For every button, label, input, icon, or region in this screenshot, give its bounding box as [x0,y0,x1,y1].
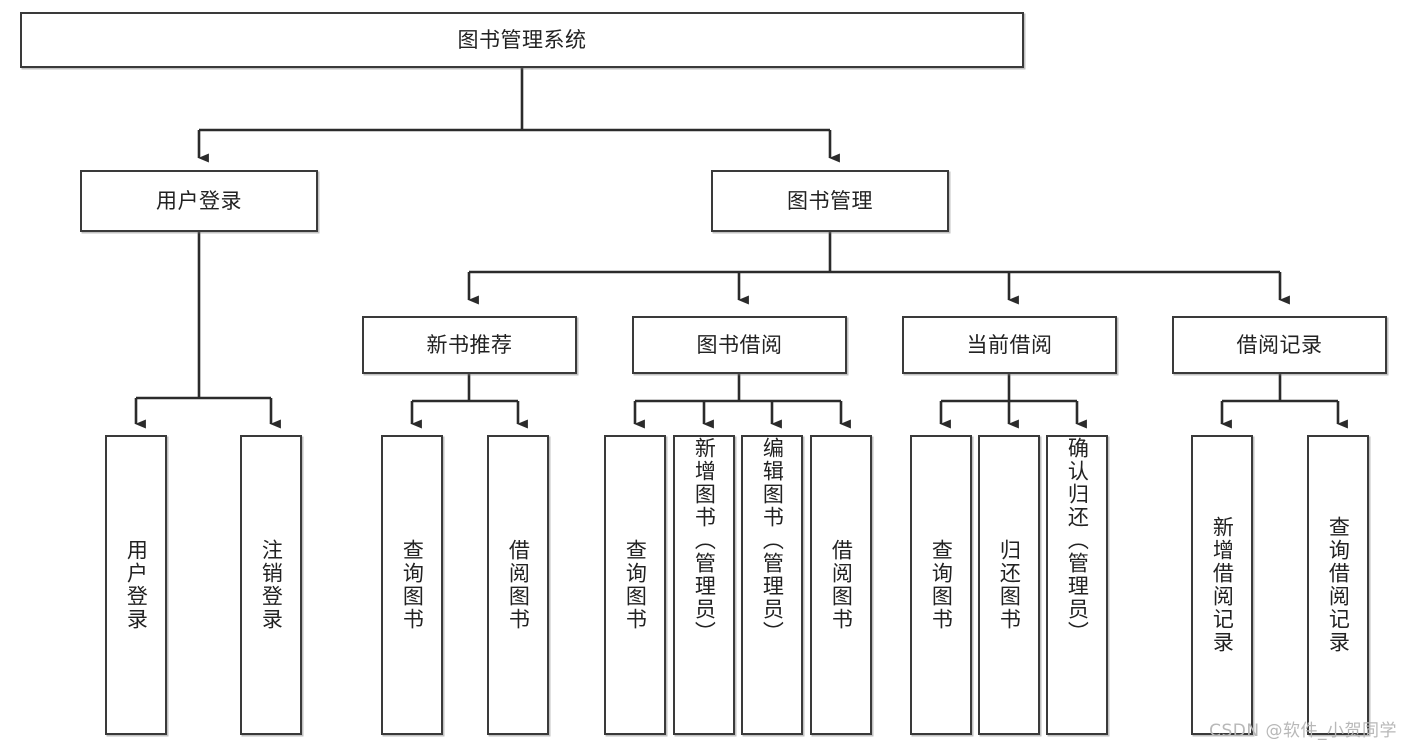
leaf-query-borrow-record[interactable]: 查询借阅记录 [1307,435,1369,735]
node-label: 新增借阅记录 [1210,516,1235,654]
leaf-query-book-recommend[interactable]: 查询图书 [381,435,443,735]
watermark-text: CSDN @软件_小贺同学 [1209,721,1397,741]
node-borrow-record[interactable]: 借阅记录 [1172,316,1387,374]
node-label: 新增图书（管理员） [692,437,717,644]
node-label: 图书管理系统 [457,27,587,52]
leaf-add-borrow-record[interactable]: 新增借阅记录 [1191,435,1253,735]
leaf-edit-book-admin[interactable]: 编辑图书（管理员） [741,435,803,735]
node-label: 借阅记录 [1236,332,1323,357]
node-label: 查询图书 [400,539,425,631]
node-label: 用户登录 [156,188,242,213]
node-root-system[interactable]: 图书管理系统 [20,12,1024,68]
leaf-logout[interactable]: 注销登录 [240,435,302,735]
node-label: 查询图书 [929,539,954,631]
node-label: 编辑图书（管理员） [760,437,785,644]
leaf-query-book-borrow[interactable]: 查询图书 [604,435,666,735]
leaf-return-book[interactable]: 归还图书 [978,435,1040,735]
node-label: 用户登录 [124,539,149,631]
node-label: 新书推荐 [426,332,513,357]
node-label: 查询图书 [623,539,648,631]
node-book-borrow[interactable]: 图书借阅 [632,316,847,374]
node-book-management[interactable]: 图书管理 [711,170,949,232]
node-label: 查询借阅记录 [1326,516,1351,654]
node-label: 借阅图书 [829,539,854,631]
leaf-confirm-return-admin[interactable]: 确认归还（管理员） [1046,435,1108,735]
node-new-book-recommend[interactable]: 新书推荐 [362,316,577,374]
leaf-query-book-current[interactable]: 查询图书 [910,435,972,735]
node-label: 图书管理 [787,188,873,213]
node-label: 注销登录 [259,539,284,631]
node-current-borrow[interactable]: 当前借阅 [902,316,1117,374]
leaf-user-login[interactable]: 用户登录 [105,435,167,735]
node-label: 确认归还（管理员） [1065,437,1090,644]
node-label: 借阅图书 [506,539,531,631]
node-label: 归还图书 [997,539,1022,631]
node-label: 当前借阅 [966,332,1053,357]
leaf-borrow-book[interactable]: 借阅图书 [810,435,872,735]
leaf-add-book-admin[interactable]: 新增图书（管理员） [673,435,735,735]
node-user-login[interactable]: 用户登录 [80,170,318,232]
leaf-borrow-book-recommend[interactable]: 借阅图书 [487,435,549,735]
node-label: 图书借阅 [696,332,783,357]
